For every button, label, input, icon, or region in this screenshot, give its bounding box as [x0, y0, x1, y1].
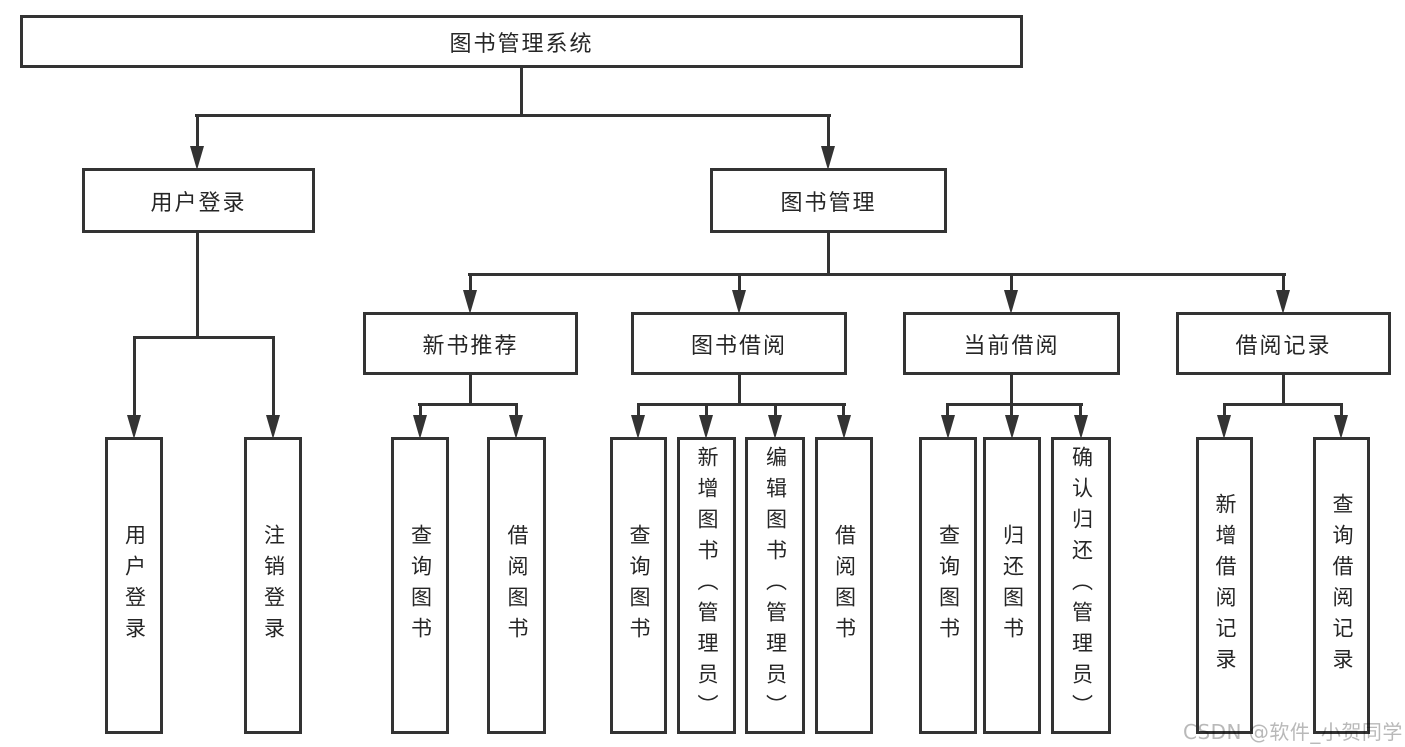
- leaf-label: 借阅图书: [505, 523, 529, 648]
- connector-line: [196, 114, 199, 148]
- connector-line: [637, 403, 846, 406]
- arrow-down-icon: [266, 415, 280, 439]
- arrow-down-icon: [190, 146, 204, 170]
- node-label: 用户登录: [150, 190, 247, 216]
- connector-line: [468, 273, 1286, 276]
- connector-line: [1340, 403, 1343, 417]
- connector-line: [196, 233, 199, 336]
- arrow-down-icon: [1276, 290, 1290, 314]
- connector-line: [1010, 403, 1013, 417]
- connector-line: [738, 375, 741, 406]
- node-label: 图书借阅: [690, 333, 787, 359]
- leaf-query-book: 查询图书: [610, 437, 667, 734]
- arrow-down-icon: [1074, 415, 1088, 439]
- leaf-borrow-book: 借阅图书: [815, 437, 873, 734]
- arrow-down-icon: [1004, 290, 1018, 314]
- leaf-label: 新增借阅记录: [1213, 492, 1237, 679]
- leaf-user-login: 用户登录: [105, 437, 163, 734]
- leaf-confirm-return-admin: 确认归还（管理员）: [1051, 437, 1111, 734]
- node-current-borrow: 当前借阅: [903, 312, 1120, 375]
- connector-line: [520, 68, 523, 117]
- leaf-label: 用户登录: [122, 523, 147, 648]
- leaf-return-book: 归还图书: [983, 437, 1041, 734]
- leaf-label: 查询图书: [408, 523, 433, 648]
- node-root: 图书管理系统: [20, 15, 1023, 68]
- leaf-label: 归还图书: [1000, 523, 1025, 648]
- connector-line: [272, 336, 275, 417]
- node-label: 新书推荐: [422, 333, 519, 359]
- connector-line: [418, 403, 518, 406]
- leaf-label: 注销登录: [261, 523, 286, 648]
- leaf-borrow-book: 借阅图书: [487, 437, 546, 734]
- connector-line: [637, 403, 640, 417]
- connector-line: [946, 403, 949, 417]
- connector-line: [1282, 375, 1285, 406]
- connector-line: [195, 114, 831, 117]
- node-user-login: 用户登录: [82, 168, 315, 233]
- node-book-mgmt: 图书管理: [710, 168, 947, 233]
- connector-line: [705, 403, 708, 417]
- leaf-logout: 注销登录: [244, 437, 302, 734]
- leaf-edit-book-admin: 编辑图书（管理员）: [745, 437, 805, 734]
- arrow-down-icon: [413, 415, 427, 439]
- leaf-label: 查询图书: [627, 523, 651, 648]
- connector-line: [738, 273, 741, 290]
- leaf-add-borrow-record: 新增借阅记录: [1196, 437, 1253, 734]
- node-label: 图书管理: [780, 190, 877, 216]
- arrow-down-icon: [1334, 415, 1348, 439]
- node-label: 借阅记录: [1235, 333, 1332, 359]
- arrow-down-icon: [463, 290, 477, 314]
- connector-line: [133, 336, 275, 339]
- arrow-down-icon: [941, 415, 955, 439]
- node-label: 当前借阅: [963, 333, 1060, 359]
- arrow-down-icon: [699, 415, 713, 439]
- connector-line: [515, 403, 518, 417]
- arrow-down-icon: [837, 415, 851, 439]
- connector-line: [774, 403, 777, 417]
- leaf-query-book: 查询图书: [919, 437, 977, 734]
- node-book-borrow: 图书借阅: [631, 312, 847, 375]
- connector-line: [827, 114, 830, 148]
- connector-line: [133, 336, 136, 417]
- connector-line: [469, 273, 472, 290]
- leaf-label: 借阅图书: [832, 523, 857, 648]
- leaf-label: 确认归还（管理员）: [1069, 446, 1094, 725]
- arrow-down-icon: [821, 146, 835, 170]
- connector-line: [1282, 273, 1285, 290]
- node-root-label: 图书管理系统: [449, 31, 594, 57]
- arrow-down-icon: [768, 415, 782, 439]
- node-borrow-records: 借阅记录: [1176, 312, 1391, 375]
- leaf-query-book: 查询图书: [391, 437, 449, 734]
- arrow-down-icon: [509, 415, 523, 439]
- leaf-query-borrow-record: 查询借阅记录: [1313, 437, 1370, 734]
- connector-line: [1079, 403, 1082, 417]
- arrow-down-icon: [127, 415, 141, 439]
- leaf-label: 查询借阅记录: [1330, 492, 1354, 679]
- connector-line: [842, 403, 845, 417]
- connector-line: [1223, 403, 1226, 417]
- connector-line: [1223, 403, 1343, 406]
- leaf-label: 查询图书: [936, 523, 961, 648]
- leaf-add-book-admin: 新增图书（管理员）: [677, 437, 736, 734]
- arrow-down-icon: [1217, 415, 1231, 439]
- connector-line: [827, 233, 830, 273]
- csdn-watermark: CSDN @软件_小贺同学: [1183, 720, 1403, 744]
- leaf-label: 新增图书（管理员）: [695, 446, 719, 725]
- connector-line: [1010, 375, 1013, 406]
- arrow-down-icon: [732, 290, 746, 314]
- connector-line: [469, 375, 472, 406]
- connector-line: [946, 403, 1083, 406]
- connector-line: [419, 403, 422, 417]
- arrow-down-icon: [631, 415, 645, 439]
- connector-line: [1010, 273, 1013, 290]
- leaf-label: 编辑图书（管理员）: [763, 446, 788, 725]
- arrow-down-icon: [1005, 415, 1019, 439]
- node-new-books: 新书推荐: [363, 312, 578, 375]
